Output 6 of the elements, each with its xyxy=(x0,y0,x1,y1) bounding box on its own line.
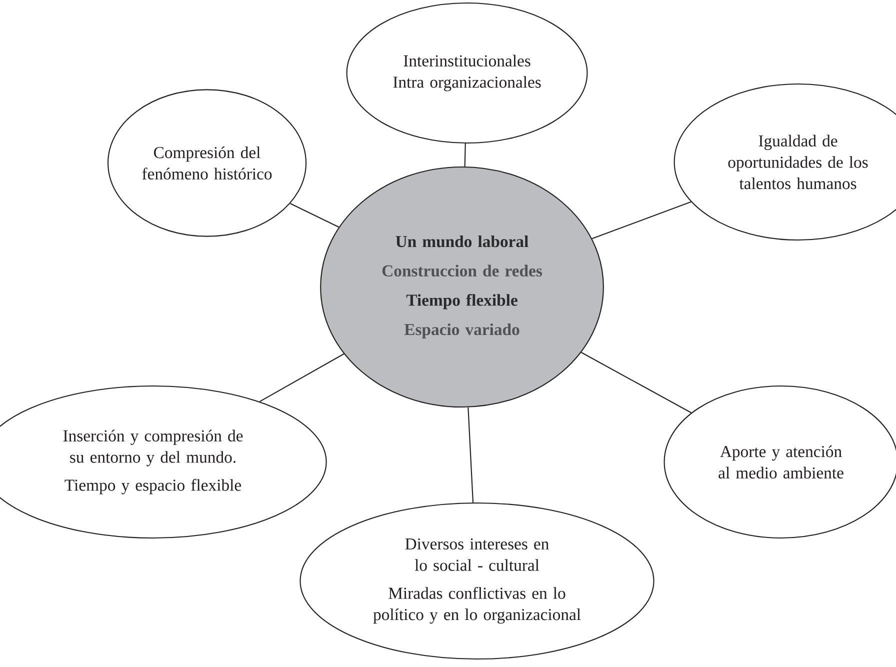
connector-line xyxy=(592,201,692,240)
connector-line xyxy=(290,203,340,228)
connector-line xyxy=(468,407,474,503)
connector-line xyxy=(580,352,692,414)
connector-line xyxy=(464,144,466,166)
connector-line xyxy=(259,353,344,402)
